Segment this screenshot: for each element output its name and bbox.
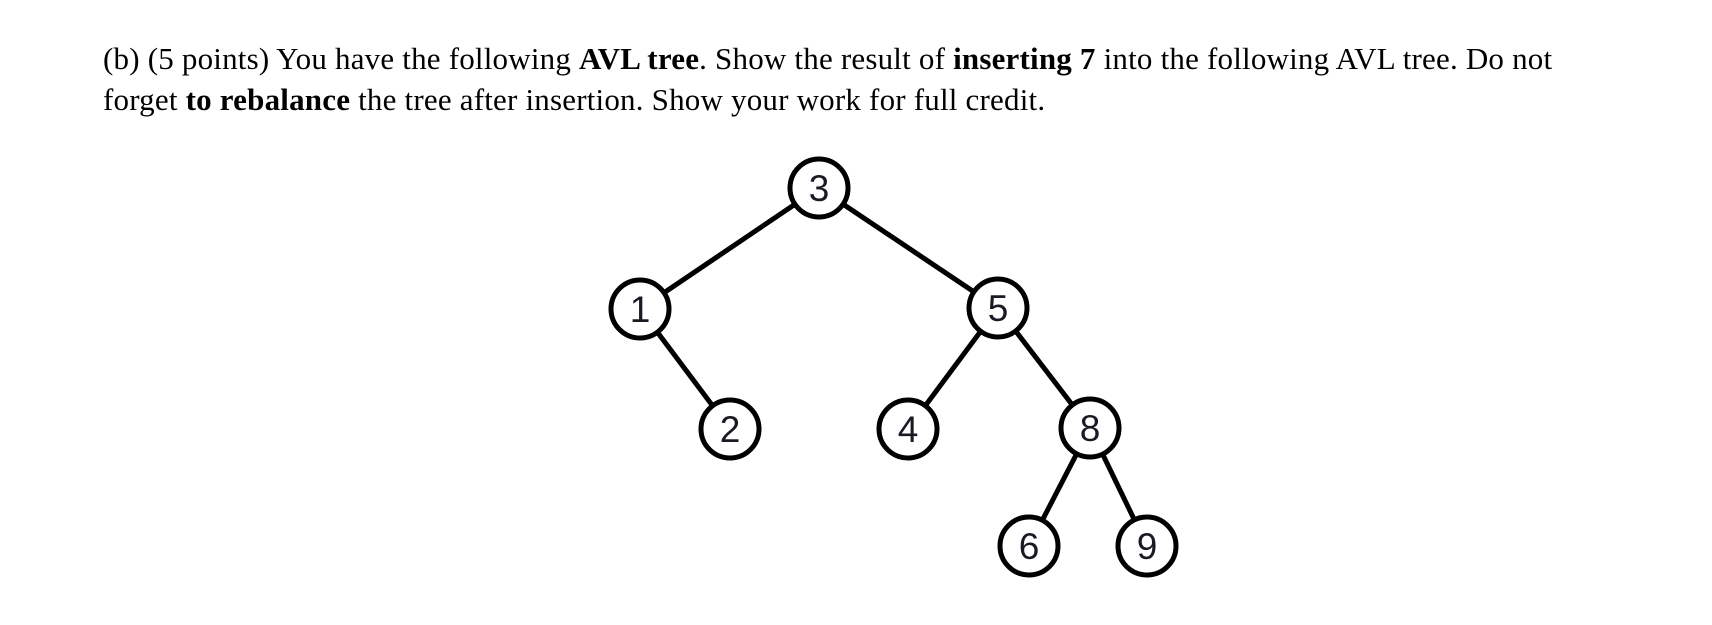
tree-node-9: 9	[1115, 514, 1179, 578]
question-segment: forget	[103, 82, 186, 117]
tree-node-label-8: 8	[1080, 408, 1101, 449]
tree-node-label-5: 5	[988, 288, 1009, 329]
tree-node-8: 8	[1058, 396, 1122, 460]
tree-node-circle-9	[1115, 514, 1179, 578]
tree-node-circle-4	[876, 397, 940, 461]
question-segment: into the following AVL tree. Do not	[1095, 41, 1553, 76]
question-line-1: (b) (5 points) You have the following AV…	[103, 38, 1552, 79]
tree-edge-3-5	[816, 185, 1001, 311]
tree-node-1: 1	[608, 277, 672, 341]
tree-node-label-6: 6	[1019, 526, 1040, 567]
tree-node-label-4: 4	[898, 409, 919, 450]
tree-node-circle-8	[1058, 396, 1122, 460]
question-segment-bold: inserting 7	[953, 41, 1096, 76]
question-text: (b) (5 points) You have the following AV…	[103, 38, 1552, 120]
tree-node-2: 2	[698, 397, 762, 461]
tree-node-label-3: 3	[809, 168, 830, 209]
question-segment-bold: AVL tree	[579, 41, 700, 76]
tree-node-circle-5	[966, 276, 1030, 340]
question-segment: . Show the result of	[699, 41, 954, 76]
tree-node-3: 3	[787, 156, 851, 220]
question-line-2: forget to rebalance the tree after inser…	[103, 79, 1552, 120]
question-segment: the tree after insertion. Show your work…	[350, 82, 1046, 117]
tree-node-6: 6	[997, 514, 1061, 578]
tree-node-4: 4	[876, 397, 940, 461]
tree-node-circle-3	[787, 156, 851, 220]
question-segment: (b) (5 points) You have the following	[103, 41, 580, 76]
tree-node-label-1: 1	[630, 289, 651, 330]
tree-edge-3-1	[637, 185, 822, 312]
tree-node-circle-2	[698, 397, 762, 461]
tree-node-circle-6	[997, 514, 1061, 578]
tree-node-5: 5	[966, 276, 1030, 340]
question-segment-bold: to rebalance	[185, 82, 351, 117]
tree-node-circle-1	[608, 277, 672, 341]
tree-node-label-2: 2	[720, 409, 741, 450]
tree-node-label-9: 9	[1137, 526, 1158, 567]
